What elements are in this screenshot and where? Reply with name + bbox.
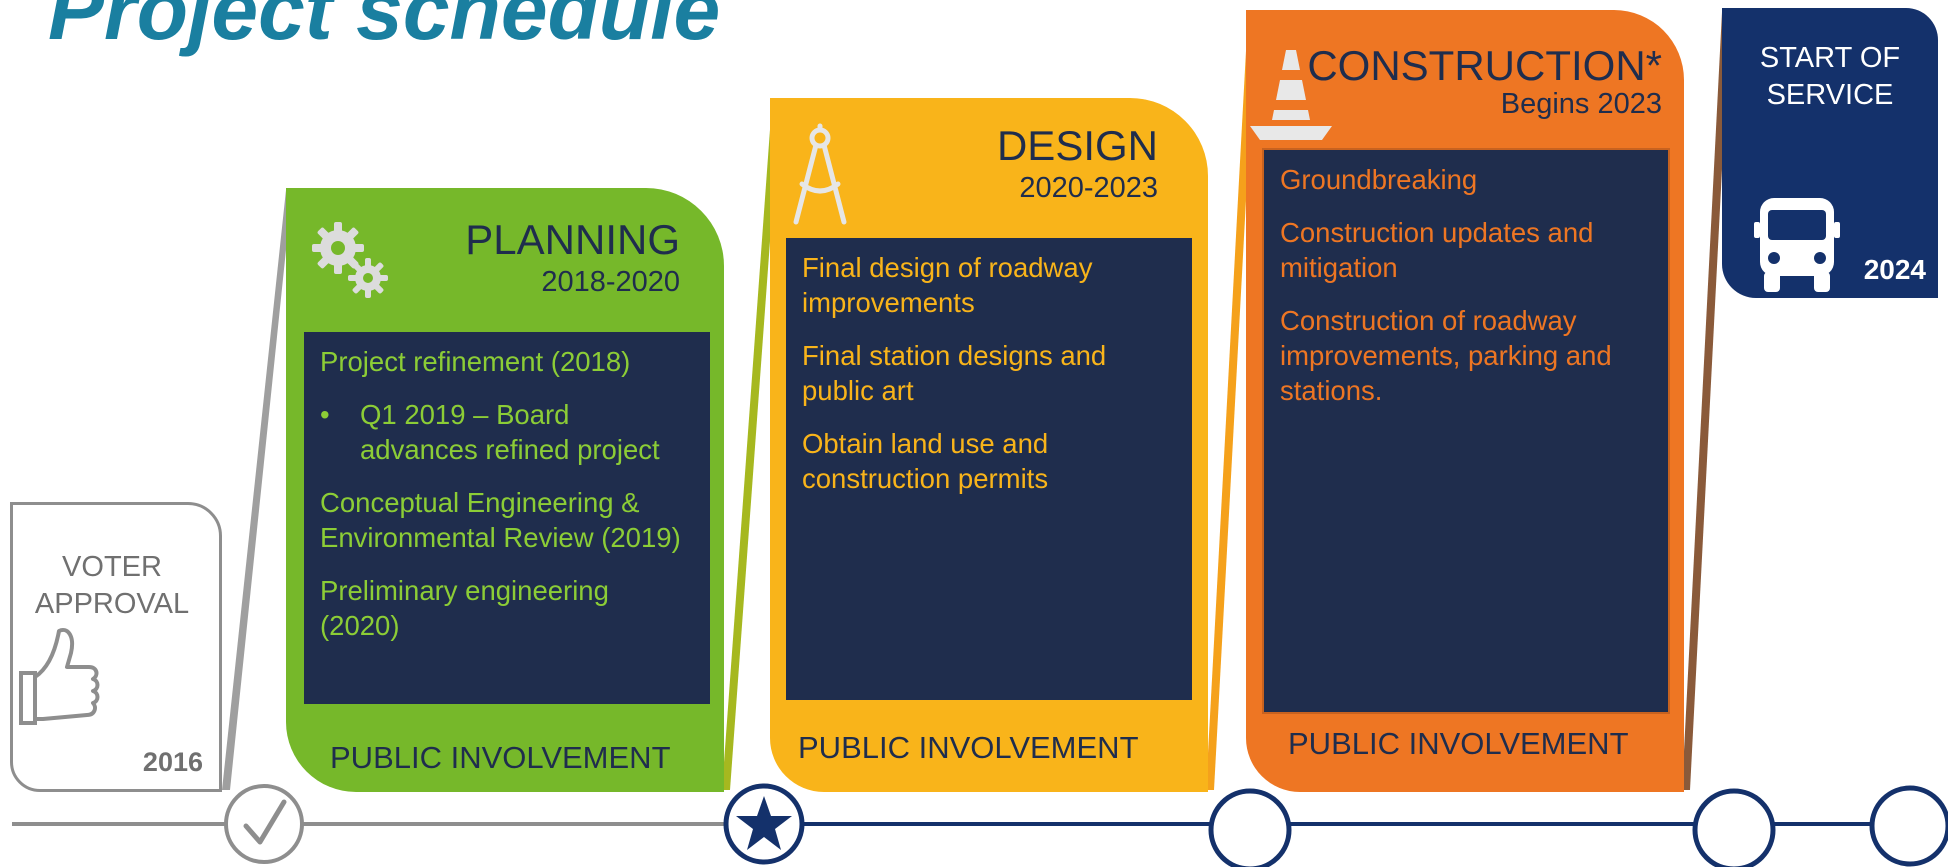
voter-approval-title: VOTER APPROVAL [34, 551, 190, 620]
construction-public-involvement: PUBLIC INVOLVEMENT [1288, 726, 1629, 761]
design-tasks: Final design of roadway improvements Fin… [786, 238, 1192, 700]
list-item: Groundbreaking [1280, 164, 1478, 195]
voter-approval-year: 2016 [142, 747, 203, 777]
construction-title: CONSTRUCTION* [1307, 42, 1662, 89]
service-title: START OF SERVICE [1759, 42, 1901, 111]
connector-voter-planning [222, 190, 292, 790]
planning-title: PLANNING [465, 216, 680, 263]
construction-tasks: Groundbreaking Construction updates and … [1262, 148, 1670, 714]
list-item: Final station designs and public art [802, 340, 1107, 406]
connector-construction-service [1682, 12, 1730, 790]
checkmark-icon [243, 799, 287, 845]
checkmark-marker [224, 784, 304, 864]
planning-public-involvement: PUBLIC INVOLVEMENT [330, 740, 671, 775]
star-icon [736, 796, 792, 850]
service-year: 2024 [1863, 254, 1926, 285]
timeline-marker-4 [1692, 788, 1776, 867]
design-title: DESIGN [996, 122, 1158, 169]
planning-tasks: Project refinement (2018) Q1 2019 – Boar… [304, 332, 710, 704]
page-title: Project schedule [48, 0, 721, 57]
design-public-involvement: PUBLIC INVOLVEMENT [798, 730, 1139, 765]
timeline-marker-5 [1869, 785, 1948, 867]
thumbs-up-icon [19, 628, 100, 725]
construction-years: Begins 2023 [1500, 88, 1662, 120]
bus-icon [1754, 198, 1840, 292]
connector-planning-design [722, 102, 780, 790]
drafting-compass-icon [793, 123, 847, 225]
timeline-marker-3 [1208, 788, 1292, 867]
design-stage: DESIGN 2020-2023 Final design of roadway… [770, 98, 1208, 792]
planning-stage: PLANNING 2018-2020 Project refinement (2… [286, 188, 724, 792]
connector-design-construction [1206, 14, 1256, 790]
planning-years: 2018-2020 [541, 266, 680, 298]
list-item: Preliminary engineering (2020) [320, 575, 609, 641]
list-item: Conceptual Engineering & Environmental R… [320, 487, 681, 553]
start-of-service-stage: START OF SERVICE 2024 [1722, 8, 1938, 298]
voter-approval-card: VOTER APPROVAL 2016 [10, 502, 222, 792]
list-item: Obtain land use and construction permits [802, 428, 1049, 494]
construction-stage: CONSTRUCTION* Begins 2023 Groundbreaking… [1246, 10, 1684, 792]
list-item: Final design of roadway improvements [802, 252, 1093, 318]
design-years: 2020-2023 [1019, 172, 1158, 204]
star-marker [723, 783, 805, 865]
list-item: Construction of roadway improvements, pa… [1280, 305, 1612, 406]
gears-icon [312, 222, 388, 298]
traffic-cone-icon [1250, 50, 1332, 140]
list-item: Q1 2019 – Board advances refined project [320, 397, 694, 467]
list-item: Project refinement (2018) [320, 346, 631, 377]
list-item: Construction updates and mitigation [1280, 217, 1594, 283]
